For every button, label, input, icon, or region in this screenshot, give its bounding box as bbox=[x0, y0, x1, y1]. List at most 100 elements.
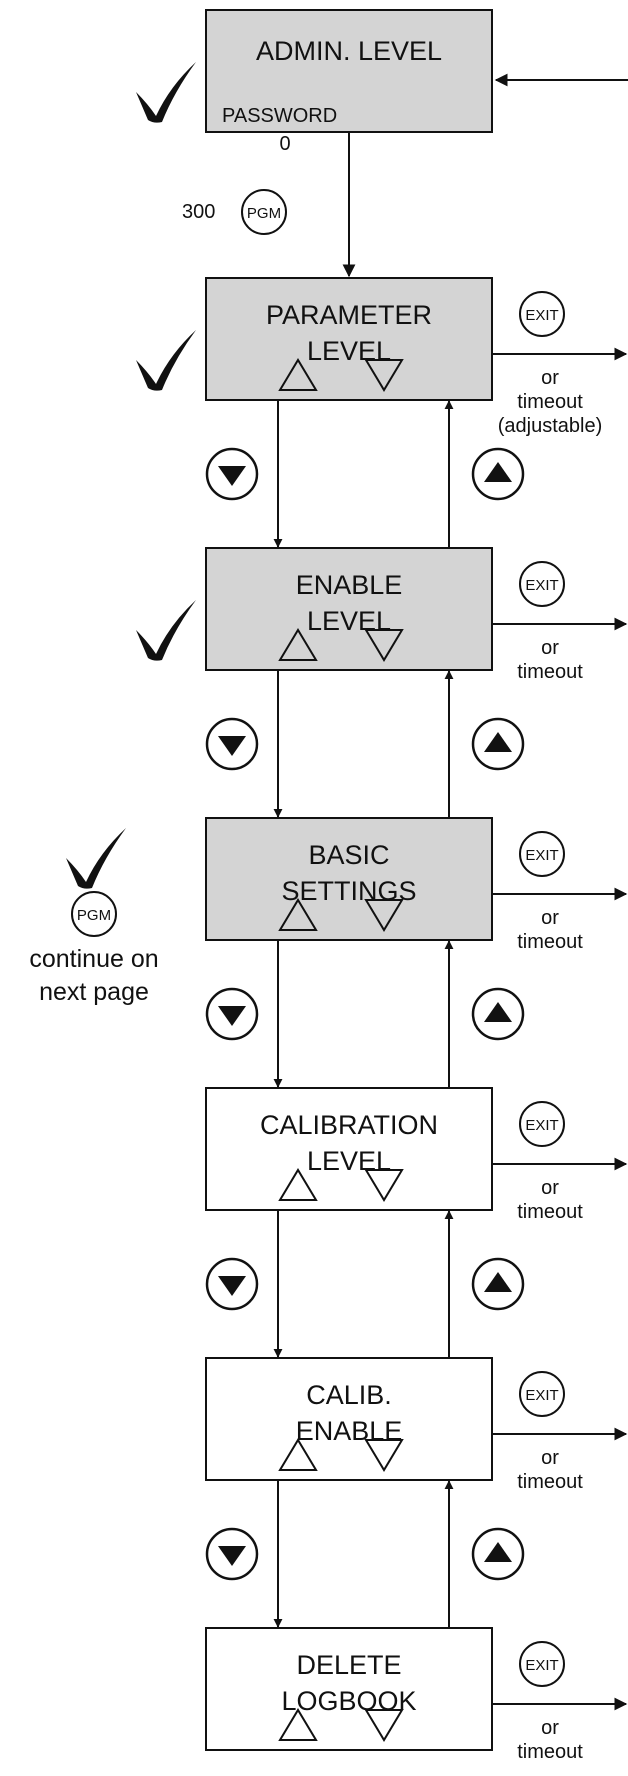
menu-level-2-label-line2: LEVEL bbox=[307, 606, 391, 636]
menu-level-1-up-button[interactable] bbox=[471, 447, 525, 501]
menu-level-1-rect bbox=[205, 277, 493, 401]
menu-level-3-label-line1: BASIC bbox=[308, 840, 389, 870]
menu-level-2-exit-or: or bbox=[541, 637, 559, 659]
menu-level-5-exit-or: or bbox=[541, 1447, 559, 1469]
menu-level-4-box: CALIBRATION LEVEL bbox=[205, 1087, 493, 1211]
pgm-button-label: PGM bbox=[247, 205, 281, 222]
menu-level-3-exit-button-label: EXIT bbox=[525, 847, 558, 864]
menu-level-5-label-line1: CALIB. bbox=[306, 1380, 392, 1410]
menu-level-3-exit-button-circle bbox=[519, 831, 565, 877]
checkmark-icon bbox=[66, 828, 126, 889]
triangle-down-outline-icon bbox=[364, 1439, 404, 1472]
menu-level-3-rect bbox=[205, 817, 493, 941]
triangle-down-outline-icon bbox=[364, 1169, 404, 1202]
menu-level-2-rect bbox=[205, 547, 493, 671]
menu-level-4-exit-button[interactable]: EXIT bbox=[519, 1101, 565, 1147]
menu-level-5-exit-timeout: timeout bbox=[517, 1471, 583, 1493]
menu-level-1-exit-button[interactable]: EXIT bbox=[519, 291, 565, 337]
menu-level-6-exit-button[interactable]: EXIT bbox=[519, 1641, 565, 1687]
menu-level-1-box: PARAMETER LEVEL bbox=[205, 277, 493, 401]
menu-level-1-exit-button-label: EXIT bbox=[525, 307, 558, 324]
menu-level-5-exit-button-circle bbox=[519, 1371, 565, 1417]
menu-level-6-exit-button-circle bbox=[519, 1641, 565, 1687]
menu-level-4-rect bbox=[205, 1087, 493, 1211]
triangle-up-outline-icon bbox=[278, 358, 318, 391]
continue-note: PGM continue on next page bbox=[29, 828, 159, 1006]
checkmark-icon bbox=[136, 330, 196, 391]
menu-level-4-down-button[interactable] bbox=[205, 1257, 259, 1311]
menu-level-2-down-button[interactable] bbox=[205, 717, 259, 771]
continue-line1: continue on bbox=[29, 945, 158, 973]
admin-level-box: ADMIN. LEVEL PASSWORD 0 bbox=[205, 9, 493, 155]
menu-level-6-rect bbox=[205, 1627, 493, 1751]
menu-level-3-down-button[interactable] bbox=[205, 987, 259, 1041]
triangle-down-outline-icon bbox=[364, 899, 404, 932]
menu-level-6-label-line1: DELETE bbox=[296, 1650, 401, 1680]
menu-level-5-up-button[interactable] bbox=[471, 1527, 525, 1581]
menu-level-2-up-button[interactable] bbox=[471, 717, 525, 771]
triangle-up-outline-icon bbox=[278, 628, 318, 661]
menu-level-1-exit-button-circle bbox=[519, 291, 565, 337]
triangle-down-icon bbox=[218, 736, 246, 756]
pgm-button-continue-label: PGM bbox=[77, 907, 111, 924]
menu-level-3-exit-button[interactable]: EXIT bbox=[519, 831, 565, 877]
pgm-button-continue[interactable]: PGM bbox=[71, 891, 117, 937]
menu-level-2-label-line1: ENABLE bbox=[296, 570, 403, 600]
menu-level-6-label-line2: LOGBOOK bbox=[281, 1686, 416, 1716]
menu-levels: PARAMETERLEVELEXITortimeout(adjustable)E… bbox=[136, 277, 628, 1763]
triangle-up-icon bbox=[484, 1002, 512, 1022]
triangle-down-icon bbox=[218, 466, 246, 486]
triangle-down-outline-icon bbox=[364, 629, 404, 662]
menu-level-5-label-line2: ENABLE bbox=[296, 1416, 403, 1446]
menu-level-5-exit-button[interactable]: EXIT bbox=[519, 1371, 565, 1417]
password-label: PASSWORD bbox=[222, 105, 337, 127]
menu-level-6-exit-timeout: timeout bbox=[517, 1741, 583, 1763]
menu-level-3-exit-timeout: timeout bbox=[517, 931, 583, 953]
menu-level-1-exit-timeout: timeout bbox=[517, 391, 583, 413]
menu-level-4-label-line2: LEVEL bbox=[307, 1146, 391, 1176]
menu-level-4-up-button[interactable] bbox=[471, 1257, 525, 1311]
triangle-down-icon bbox=[218, 1276, 246, 1296]
menu-level-5-down-button[interactable] bbox=[205, 1527, 259, 1581]
entry-code: 300 bbox=[182, 201, 215, 223]
menu-level-3-label-line2: SETTINGS bbox=[281, 876, 416, 906]
menu-level-1-label-line2: LEVEL bbox=[307, 336, 391, 366]
menu-level-1-exit-adjustable: (adjustable) bbox=[498, 415, 603, 437]
pgm-button[interactable]: PGM bbox=[241, 189, 287, 235]
triangle-up-icon bbox=[484, 732, 512, 752]
triangle-up-outline-icon bbox=[278, 1168, 318, 1201]
menu-level-4-label-line1: CALIBRATION bbox=[260, 1110, 438, 1140]
menu-level-5-rect bbox=[205, 1357, 493, 1481]
menu-level-4-exit-button-label: EXIT bbox=[525, 1117, 558, 1134]
triangle-up-outline-icon bbox=[278, 1708, 318, 1741]
menu-level-1-down-button[interactable] bbox=[205, 447, 259, 501]
menu-level-3-up-button[interactable] bbox=[471, 987, 525, 1041]
admin-level-title: ADMIN. LEVEL bbox=[256, 36, 442, 66]
triangle-down-outline-icon bbox=[364, 359, 404, 392]
checkmark-icon bbox=[136, 62, 196, 123]
menu-level-5-exit-button-label: EXIT bbox=[525, 1387, 558, 1404]
triangle-up-icon bbox=[484, 462, 512, 482]
password-value: 0 bbox=[279, 133, 290, 155]
menu-level-3-exit-or: or bbox=[541, 907, 559, 929]
menu-level-4-exit-or: or bbox=[541, 1177, 559, 1199]
menu-level-2-exit-button-label: EXIT bbox=[525, 577, 558, 594]
menu-level-2-exit-button[interactable]: EXIT bbox=[519, 561, 565, 607]
triangle-down-outline-icon bbox=[364, 1709, 404, 1742]
menu-level-3-box: BASIC SETTINGS bbox=[205, 817, 493, 941]
triangle-down-icon bbox=[218, 1546, 246, 1566]
menu-level-1-label-line1: PARAMETER bbox=[266, 300, 432, 330]
triangle-down-icon bbox=[218, 1006, 246, 1026]
triangle-up-icon bbox=[484, 1542, 512, 1562]
menu-level-2-box: ENABLE LEVEL bbox=[205, 547, 493, 671]
triangle-up-outline-icon bbox=[278, 898, 318, 931]
menu-level-2-exit-timeout: timeout bbox=[517, 661, 583, 683]
menu-level-6-exit-or: or bbox=[541, 1717, 559, 1739]
menu-level-4-exit-button-circle bbox=[519, 1101, 565, 1147]
checkmark-icon bbox=[136, 600, 196, 661]
menu-level-5-box: CALIB. ENABLE bbox=[205, 1357, 493, 1481]
menu-level-4-exit-timeout: timeout bbox=[517, 1201, 583, 1223]
continue-line2: next page bbox=[39, 978, 149, 1006]
menu-level-6-exit-button-label: EXIT bbox=[525, 1657, 558, 1674]
